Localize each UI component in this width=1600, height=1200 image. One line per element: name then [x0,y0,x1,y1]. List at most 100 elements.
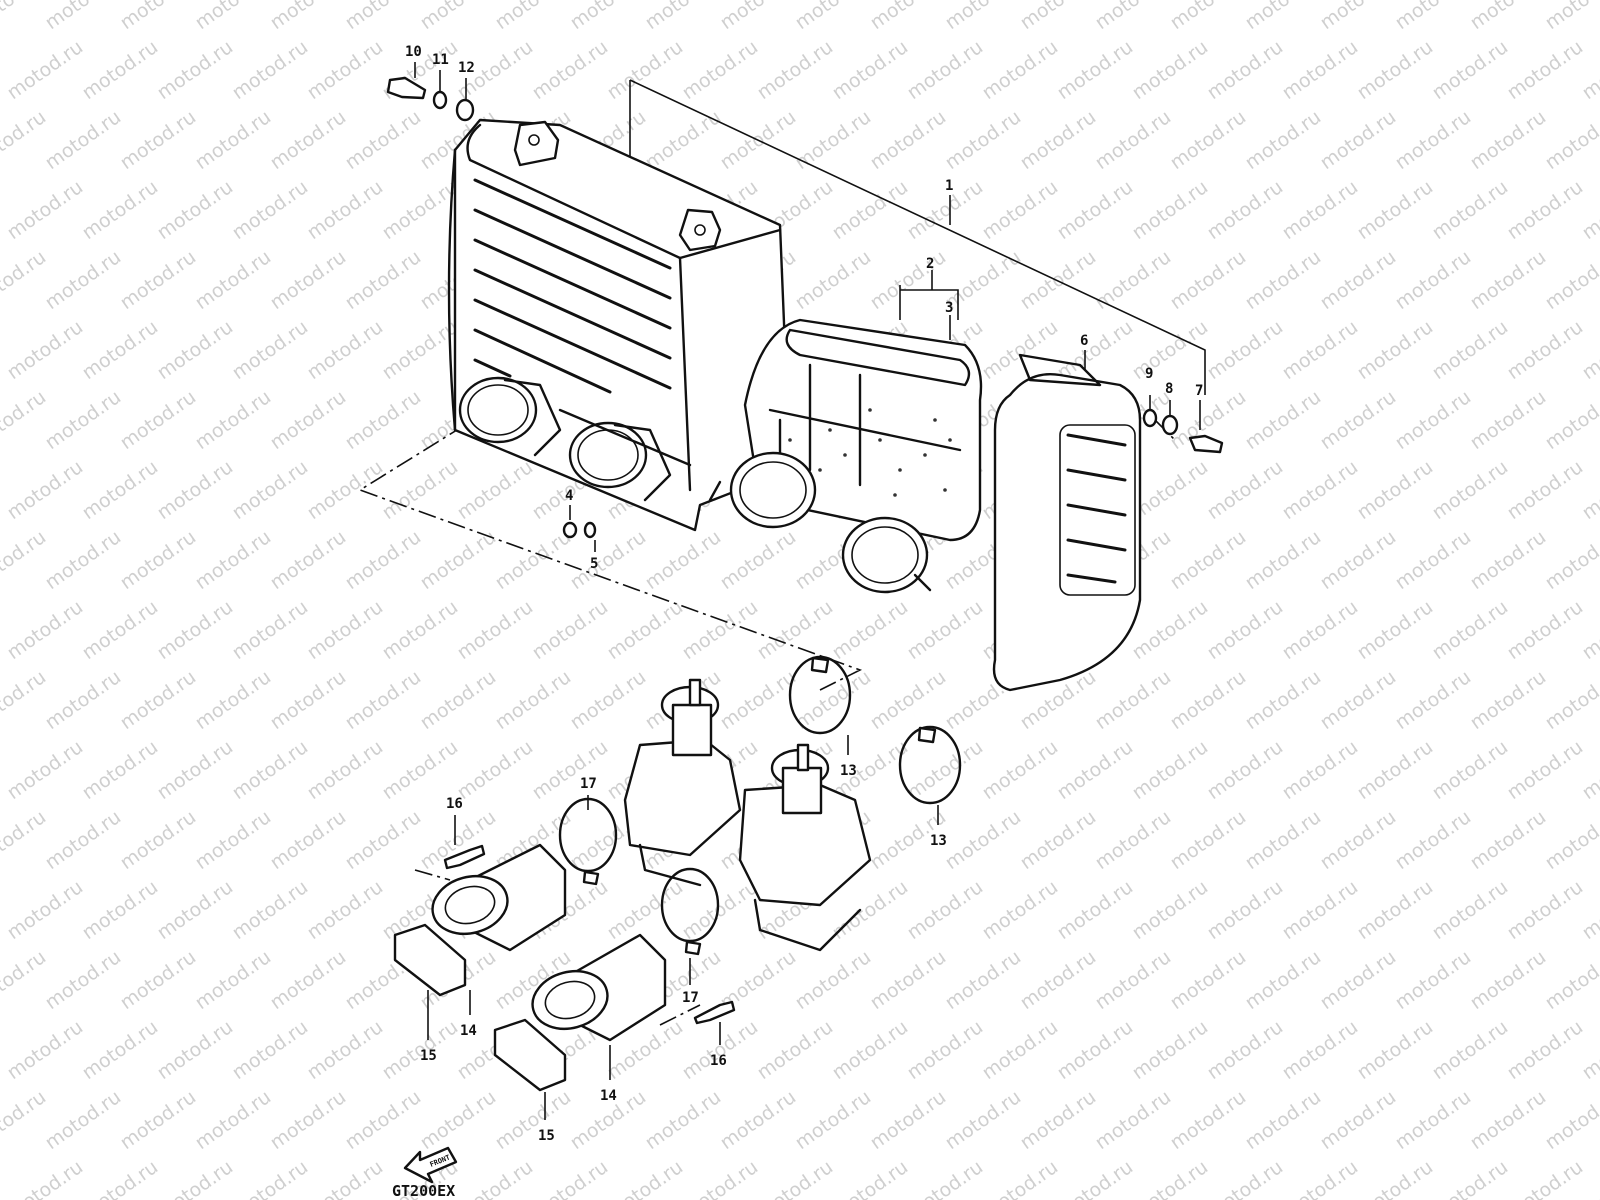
watermark-text: motod.ru [303,736,387,804]
bracket-2-3 [899,270,959,320]
watermark-text: motod.ru [0,946,50,1014]
watermark-text: motod.ru [1128,176,1212,244]
filter-element [708,318,983,594]
watermark-text: motod.ru [116,526,200,594]
watermark-text: motod.ru [903,596,987,664]
watermark-text: motod.ru [566,0,650,34]
watermark-text: motod.ru [1353,316,1437,384]
watermark-text: motod.ru [1503,176,1587,244]
watermark-text: motod.ru [866,946,950,1014]
watermark-text: motod.ru [791,946,875,1014]
watermark-text: motod.ru [491,0,575,34]
watermark-text: motod.ru [78,176,162,244]
watermark-text: motod.ru [1166,526,1250,594]
watermark-text: motod.ru [1016,806,1100,874]
watermark-text: motod.ru [303,876,387,944]
watermark-text: motod.ru [1391,0,1475,34]
watermark-text: motod.ru [1466,1086,1550,1154]
watermark-text: motod.ru [528,36,612,104]
watermark-text: motod.ru [1503,736,1587,804]
callout-14b: 14 [600,1088,617,1104]
watermark-text: motod.ru [1353,36,1437,104]
callout-1: 1 [945,178,953,194]
watermark-text: motod.ru [153,316,237,384]
watermark-text: motod.ru [453,1156,537,1200]
watermark-text: motod.ru [1278,316,1362,384]
watermark-text: motod.ru [491,666,575,734]
watermark-text: motod.ru [1203,876,1287,944]
watermark-text: motod.ru [1391,946,1475,1014]
watermark-text: motod.ru [1091,246,1175,314]
watermark-text: motod.ru [1503,316,1587,384]
watermark-text: motod.ru [1278,1016,1362,1084]
watermark-text: motod.ru [1016,106,1100,174]
watermark-text: motod.ru [866,0,950,34]
watermark-text: motod.ru [41,1086,125,1154]
watermark-text: motod.ru [3,1156,87,1200]
watermark-text: motod.ru [266,946,350,1014]
watermark-text: motod.ru [941,106,1025,174]
watermark-text: motod.ru [341,0,425,34]
watermark-text: motod.ru [0,1086,50,1154]
watermark-text: motod.ru [1016,0,1100,34]
watermark-text: motod.ru [378,596,462,664]
watermark-text: motod.ru [1203,1016,1287,1084]
watermark-text: motod.ru [303,456,387,524]
watermark-text: motod.ru [228,596,312,664]
watermark-text: motod.ru [453,736,537,804]
watermark-text: motod.ru [1428,876,1512,944]
watermark-text: motod.ru [1466,106,1550,174]
watermark-text: motod.ru [0,386,50,454]
watermark-text: motod.ru [153,176,237,244]
watermark-text: motod.ru [1316,246,1400,314]
watermark-text: motod.ru [228,36,312,104]
watermark-text: motod.ru [1203,36,1287,104]
watermark-text: motod.ru [1466,386,1550,454]
watermark-text: motod.ru [1278,36,1362,104]
watermark-text: motod.ru [116,386,200,454]
watermark-text: motod.ru [1353,596,1437,664]
watermark-text: motod.ru [528,736,612,804]
watermark-text: motod.ru [0,666,50,734]
intake-pipes [393,843,736,1092]
watermark-text: motod.ru [228,1156,312,1200]
watermark-text: motod.ru [228,1016,312,1084]
watermark-text: motod.ru [3,456,87,524]
watermark-text: motod.ru [191,946,275,1014]
watermark-text: motod.ru [41,0,125,34]
watermark-text: motod.ru [1278,176,1362,244]
callout-16b: 16 [710,1053,727,1069]
watermark-text: motod.ru [41,946,125,1014]
watermark-text: motod.ru [1278,596,1362,664]
watermark-text: motod.ru [1466,946,1550,1014]
watermark-text: motod.ru [1466,0,1550,34]
watermark-text: motod.ru [153,596,237,664]
watermark-text: motod.ru [416,1086,500,1154]
leader-lines [414,62,1201,1120]
watermark-text: motod.ru [866,1086,950,1154]
watermark-text: motod.ru [1278,1156,1362,1200]
watermark-text: motod.ru [3,36,87,104]
watermark-text: motod.ru [1091,0,1175,34]
watermark-text: motod.ru [528,596,612,664]
watermark-text: motod.ru [1091,1086,1175,1154]
watermark-text: motod.ru [266,1086,350,1154]
watermark-text: motod.ru [791,0,875,34]
watermark-text: motod.ru [0,106,50,174]
watermark-text: motod.ru [116,806,200,874]
watermark-text: motod.ru [78,596,162,664]
watermark-text: motod.ru [266,666,350,734]
watermark-text: motod.ru [191,106,275,174]
watermark-text: motod.ru [3,736,87,804]
watermark-text: motod.ru [903,876,987,944]
watermark-text: motod.ru [303,1156,387,1200]
watermark-text: motod.ru [828,1156,912,1200]
watermark-text: motod.ru [1241,526,1325,594]
watermark-text: motod.ru [1053,36,1137,104]
air-cleaner-cover [992,353,1142,692]
watermark-text: motod.ru [341,246,425,314]
watermark-text: motod.ru [1391,386,1475,454]
watermark-text: motod.ru [78,456,162,524]
watermark-text: motod.ru [1128,876,1212,944]
